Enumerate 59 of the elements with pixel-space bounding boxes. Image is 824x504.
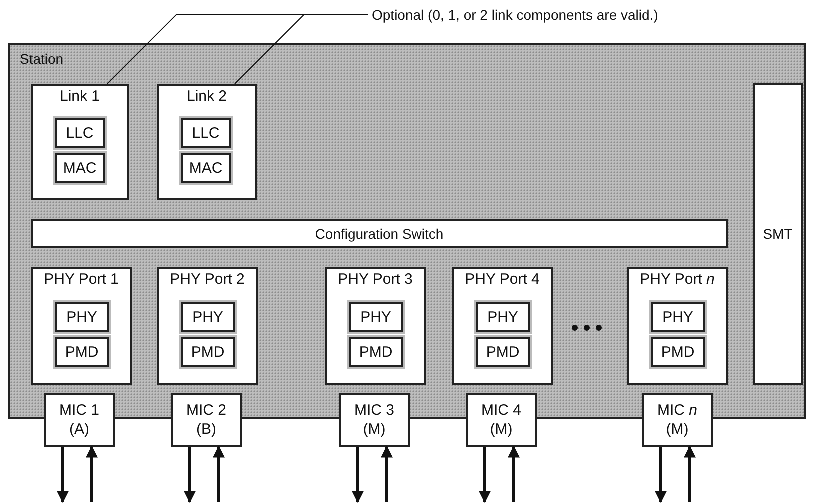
component-panel [31, 84, 129, 200]
arrow [655, 447, 667, 504]
arrow [57, 447, 69, 504]
component-panel [157, 267, 258, 385]
interface-type: (B) [196, 420, 216, 439]
arrow [352, 447, 364, 504]
layer-box: PHY [476, 302, 530, 332]
interface-box [44, 393, 115, 447]
layer-box: PHY [349, 302, 403, 332]
component-panel [31, 267, 132, 385]
interface-type: (M) [666, 420, 689, 439]
note-text: Optional (0, 1, or 2 link components are valid.) [372, 4, 812, 26]
layer-box: PHY [55, 302, 109, 332]
interface-label: MIC 4 [481, 401, 522, 420]
station-label: Station [20, 51, 64, 67]
panel-title: Link 1 [58, 88, 102, 105]
interface-box [339, 393, 410, 447]
arrow [213, 446, 225, 502]
layer-box: PHY [651, 302, 705, 332]
layer-box: PHY [181, 302, 235, 332]
arrow [184, 447, 196, 504]
arrow [381, 446, 393, 502]
layer-box: PMD [651, 337, 705, 367]
function-bar: SMT [753, 83, 803, 385]
interface-box [642, 393, 713, 447]
interface-label: MIC 1 [59, 401, 100, 420]
component-panel [325, 267, 426, 385]
layer-box: LLC [55, 118, 105, 148]
component-panel [452, 267, 553, 385]
component-panel [157, 84, 257, 200]
component-panel [627, 267, 728, 385]
layer-box: PMD [181, 337, 235, 367]
layer-box: PMD [476, 337, 530, 367]
layer-box: MAC [181, 153, 231, 183]
interface-type: (M) [363, 420, 386, 439]
panel-title: PHY Port n [639, 271, 716, 288]
interface-box [171, 393, 242, 447]
interface-label: MIC 2 [186, 401, 226, 420]
arrow [684, 446, 696, 502]
interface-type: (M) [490, 420, 513, 439]
arrow [508, 446, 520, 502]
leader-line [234, 14, 368, 84]
panel-title: PHY Port 3 [337, 271, 414, 288]
layer-box: LLC [181, 118, 231, 148]
function-bar: Configuration Switch [31, 219, 728, 248]
panel-title: PHY Port 4 [464, 271, 541, 288]
panel-title: PHY Port 1 [43, 271, 120, 288]
layer-box: PMD [55, 337, 109, 367]
layer-box: MAC [55, 153, 105, 183]
station-panel [8, 43, 806, 419]
interface-type: (A) [70, 420, 90, 439]
interface-label: MIC 3 [354, 401, 394, 420]
panel-title: Link 2 [186, 88, 228, 105]
layer-box: PMD [349, 337, 403, 367]
interface-label: MIC n [657, 401, 698, 420]
panel-title: PHY Port 2 [169, 271, 246, 288]
arrow [86, 446, 98, 502]
arrow [479, 447, 491, 504]
interface-box [466, 393, 537, 447]
